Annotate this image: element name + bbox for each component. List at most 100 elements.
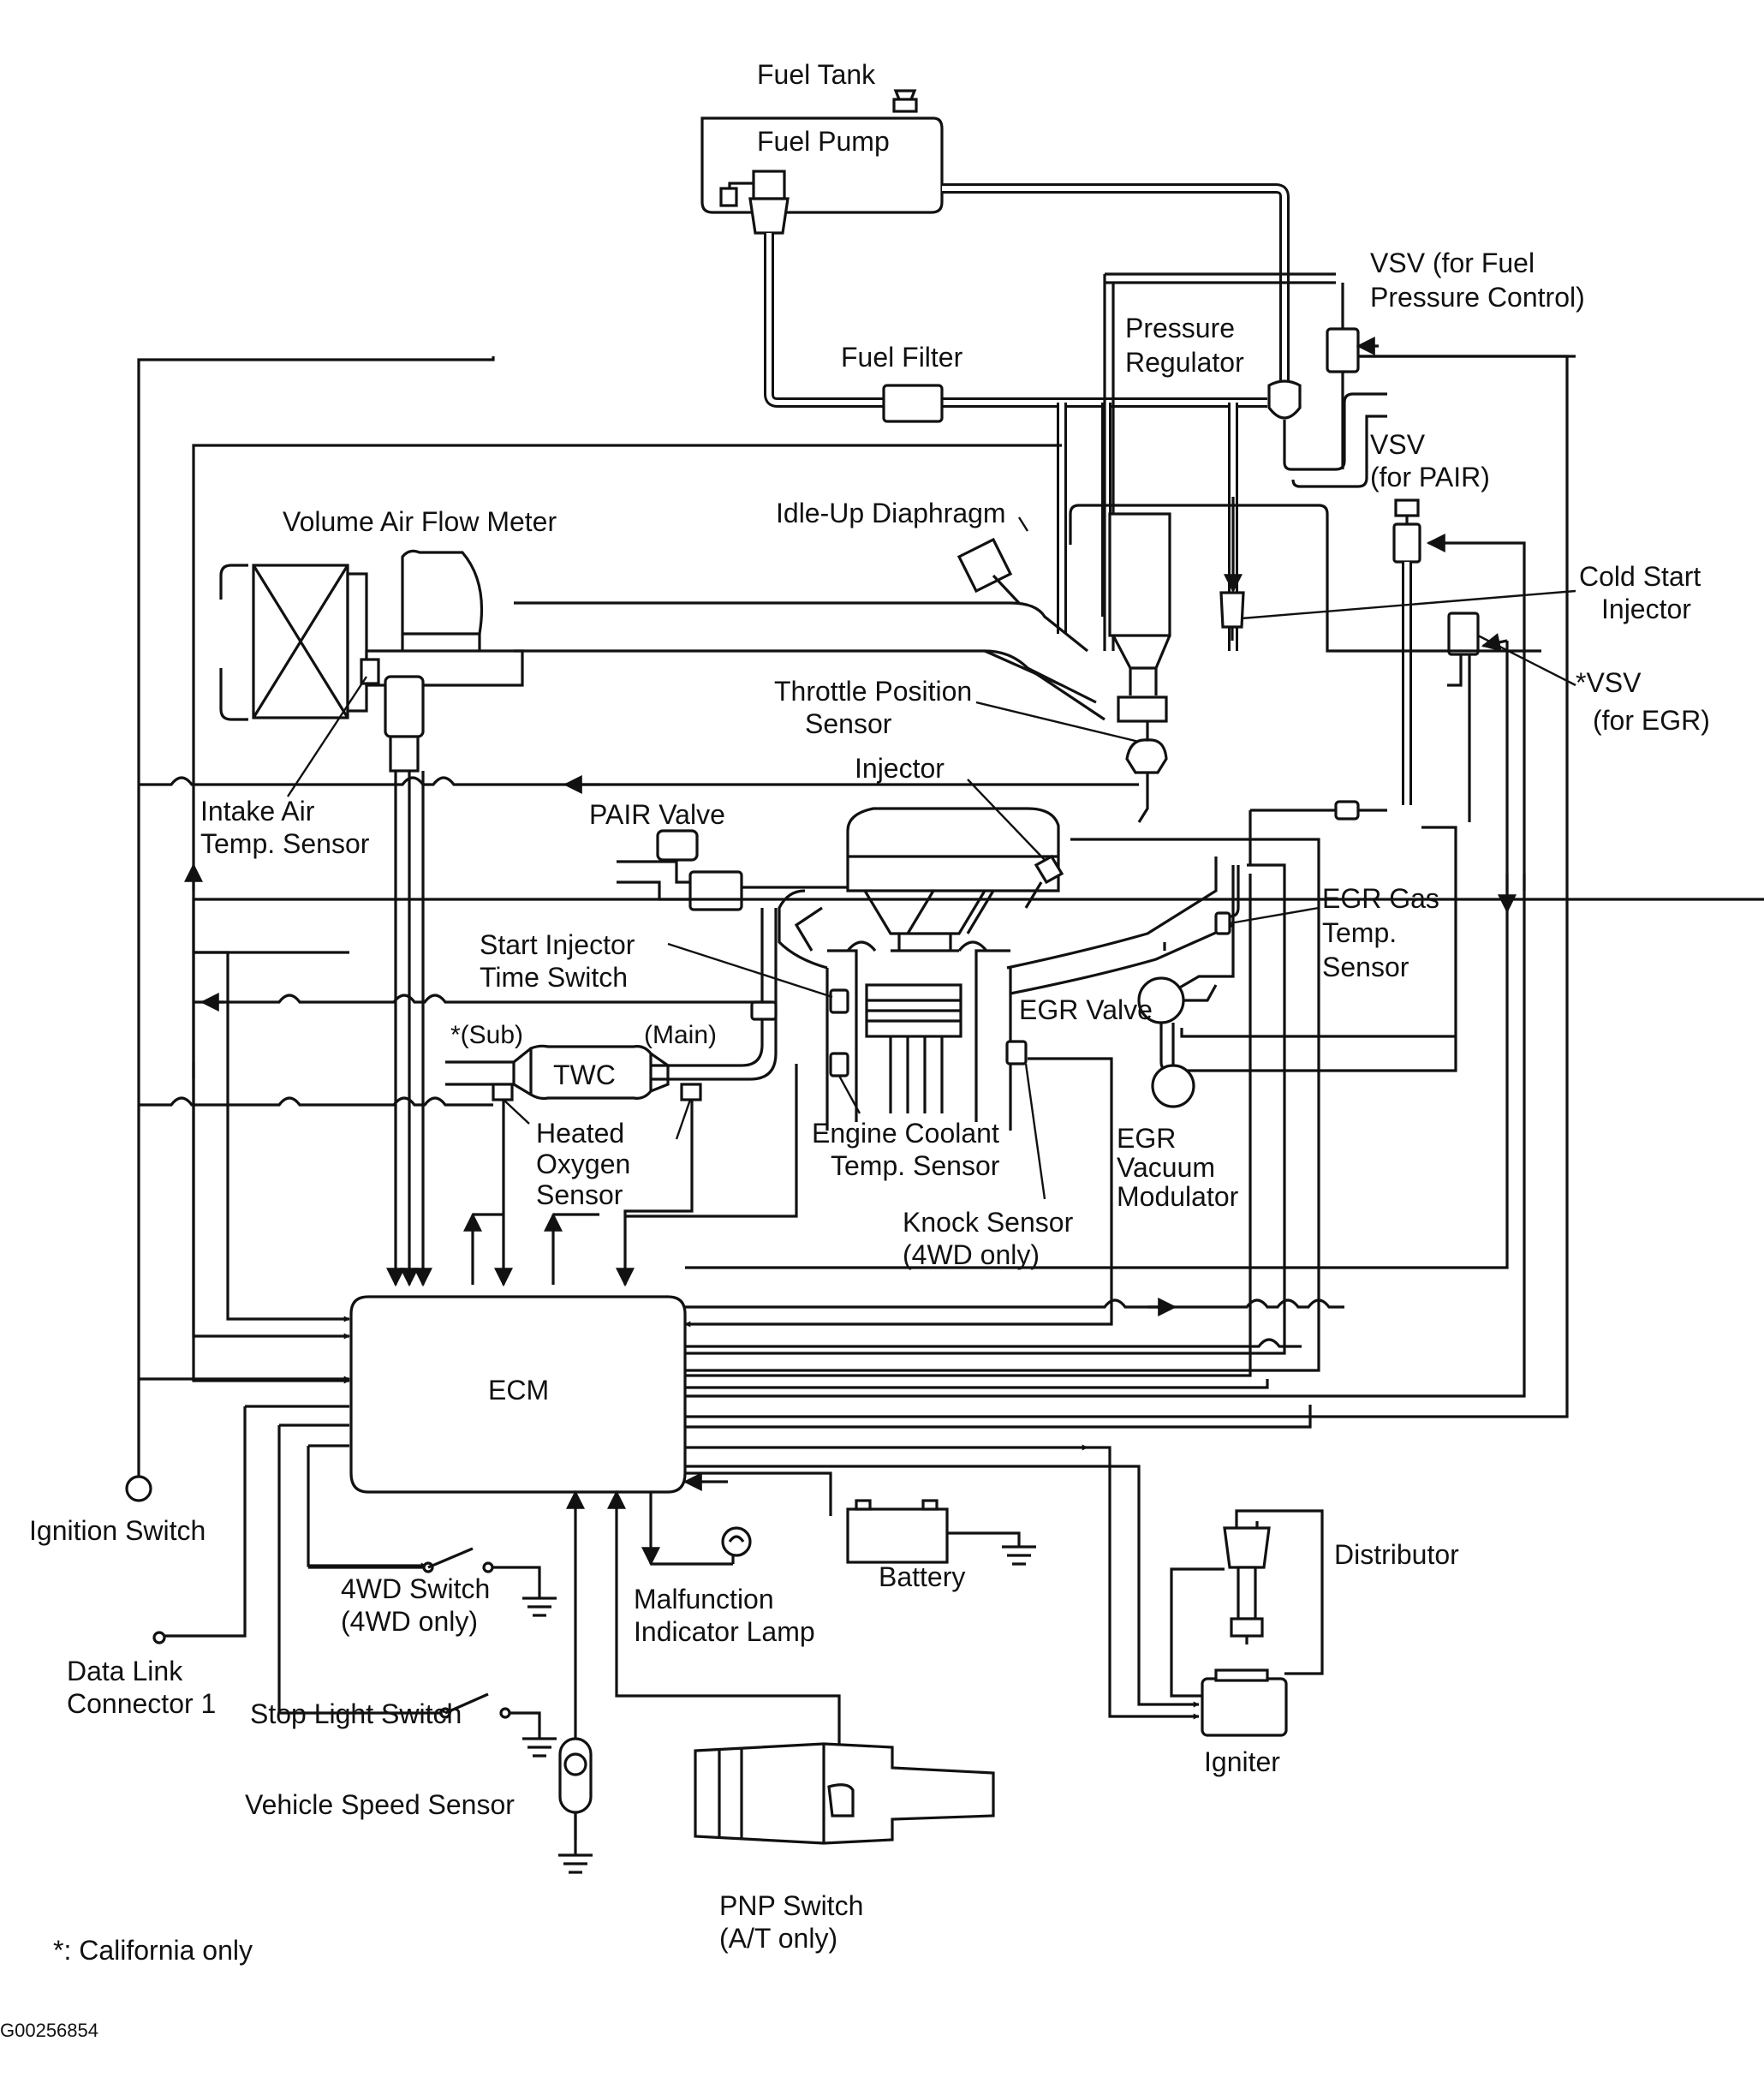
vsv-pair <box>685 498 1526 1398</box>
throttle-body <box>1069 504 1541 723</box>
label-battery: Battery <box>879 1561 965 1592</box>
vehicle-speed-sensor <box>558 1489 593 1874</box>
malfunction-indicator-lamp <box>651 1526 752 1566</box>
label-egr-valve: EGR Valve <box>1019 994 1153 1025</box>
injector <box>967 779 1064 909</box>
label-egr-vac-1: EGR <box>1117 1123 1176 1154</box>
vsv-egr <box>685 612 1576 1269</box>
label-vsv-fuel-1: VSV (for Fuel <box>1370 248 1535 278</box>
label-tps-2: Sensor <box>805 708 892 739</box>
distributor <box>1223 1509 1324 1675</box>
label-distributor: Distributor <box>1334 1539 1459 1570</box>
labels: Fuel Tank Fuel Pump VSV (for Fuel Pressu… <box>0 59 1710 2041</box>
label-fuel-pump: Fuel Pump <box>757 126 890 157</box>
label-igniter: Igniter <box>1204 1746 1280 1777</box>
heated-oxygen-sensor-main <box>675 1083 702 1140</box>
volume-air-flow-meter <box>365 549 524 773</box>
label-vsv-fuel-2: Pressure Control) <box>1370 282 1585 313</box>
egr-valve <box>1137 826 1457 1072</box>
intake-runner <box>1006 856 1235 995</box>
label-pnp-2: (A/T only) <box>719 1923 837 1954</box>
label-volume-air-flow-meter: Volume Air Flow Meter <box>283 506 557 537</box>
label-intake-air-1: Intake Air <box>200 796 315 827</box>
battery <box>846 1499 1036 1566</box>
igniter <box>1170 1567 1288 1737</box>
intake-air-temp-sensor <box>286 658 380 797</box>
label-heated-o2-3: Sensor <box>536 1179 623 1210</box>
stop-light-switch <box>439 1692 557 1758</box>
wiring-left <box>125 356 1764 1713</box>
vacuum-lines <box>685 800 1456 1372</box>
intake-plenum <box>846 807 1060 952</box>
fuel-line <box>764 183 1290 651</box>
label-knock-1: Knock Sensor <box>903 1207 1074 1238</box>
label-pnp-1: PNP Switch <box>719 1890 863 1921</box>
label-heated-o2-2: Oxygen <box>536 1149 630 1179</box>
idle-up-diaphragm <box>956 516 1029 605</box>
label-cold-start-2: Injector <box>1601 594 1691 624</box>
label-twc: TWC <box>553 1059 616 1090</box>
cold-start-injector <box>1219 497 1576 641</box>
twc <box>445 1044 670 1101</box>
engine-block <box>825 940 1012 1131</box>
label-vsv-pair-2: (for PAIR) <box>1370 462 1490 492</box>
label-intake-air-2: Temp. Sensor <box>200 828 370 859</box>
label-vsv-egr-1: *VSV <box>1576 667 1642 698</box>
label-fuel-filter: Fuel Filter <box>841 342 963 373</box>
label-idle-up-diaphragm: Idle-Up Diaphragm <box>776 498 1006 528</box>
figure-id: G00256854 <box>0 2020 98 2041</box>
vsv-fuel-pressure <box>685 283 1576 1418</box>
label-pressure-regulator-2: Regulator <box>1125 347 1244 378</box>
exhaust-manifold <box>651 889 828 1081</box>
label-egr-gas-1: EGR Gas <box>1322 883 1439 914</box>
label-injector: Injector <box>855 753 945 784</box>
label-ecm: ECM <box>488 1375 549 1406</box>
egr-gas-temp-sensor <box>685 863 1320 1355</box>
engine-coolant-temp-sensor <box>829 1052 861 1114</box>
label-vsv-pair-1: VSV <box>1370 429 1426 460</box>
label-egr-vac-2: Vacuum <box>1117 1152 1215 1183</box>
wiring-right <box>684 865 1526 1720</box>
label-ignition-switch: Ignition Switch <box>29 1515 206 1546</box>
throttle-position-sensor <box>975 701 1168 823</box>
ecm-box <box>349 1295 687 1494</box>
start-injector-time-switch <box>667 942 849 1021</box>
air-cleaner <box>219 564 368 721</box>
label-dlc-2: Connector 1 <box>67 1688 216 1719</box>
oxygen-sensor-wires <box>463 1064 798 1287</box>
fuel-pump <box>719 170 790 235</box>
4wd-switch <box>308 1547 557 1617</box>
label-sub: *(Sub) <box>450 1021 523 1049</box>
label-start-injector-1: Start Injector <box>480 929 635 960</box>
data-link-connector <box>152 1631 166 1644</box>
pair-valve <box>617 829 848 911</box>
label-pressure-regulator-1: Pressure <box>1125 313 1235 343</box>
fuel-filter <box>882 384 944 423</box>
label-main: (Main) <box>644 1021 717 1049</box>
pnp-switch-transmission <box>607 1489 995 1845</box>
intake-pipe <box>514 601 1105 721</box>
egr-vacuum-modulator <box>1151 1023 1195 1108</box>
label-4wd-switch-2: (4WD only) <box>341 1606 478 1637</box>
label-vehicle-speed-sensor: Vehicle Speed Sensor <box>245 1789 515 1820</box>
label-4wd-switch-1: 4WD Switch <box>341 1573 490 1604</box>
label-heated-o2-1: Heated <box>536 1118 624 1149</box>
label-dlc-1: Data Link <box>67 1656 183 1686</box>
vafm-signal-wires <box>386 771 432 1287</box>
label-mil-1: Malfunction <box>634 1584 774 1614</box>
knock-sensor <box>1005 1040 1046 1200</box>
label-egr-gas-2: Temp. <box>1322 917 1397 948</box>
label-tps-1: Throttle Position <box>774 676 972 707</box>
label-knock-2: (4WD only) <box>903 1239 1040 1270</box>
label-coolant-1: Engine Coolant <box>812 1118 999 1149</box>
label-mil-2: Indicator Lamp <box>634 1616 815 1647</box>
label-pair-valve: PAIR Valve <box>589 799 725 830</box>
label-coolant-2: Temp. Sensor <box>831 1150 1000 1181</box>
label-fuel-tank: Fuel Tank <box>757 59 876 90</box>
label-cold-start-1: Cold Start <box>1579 561 1701 592</box>
label-start-injector-2: Time Switch <box>480 962 628 993</box>
label-vsv-egr-2: (for EGR) <box>1593 705 1710 736</box>
label-egr-vac-3: Modulator <box>1117 1181 1239 1212</box>
footnote: *: California only <box>53 1935 253 1966</box>
